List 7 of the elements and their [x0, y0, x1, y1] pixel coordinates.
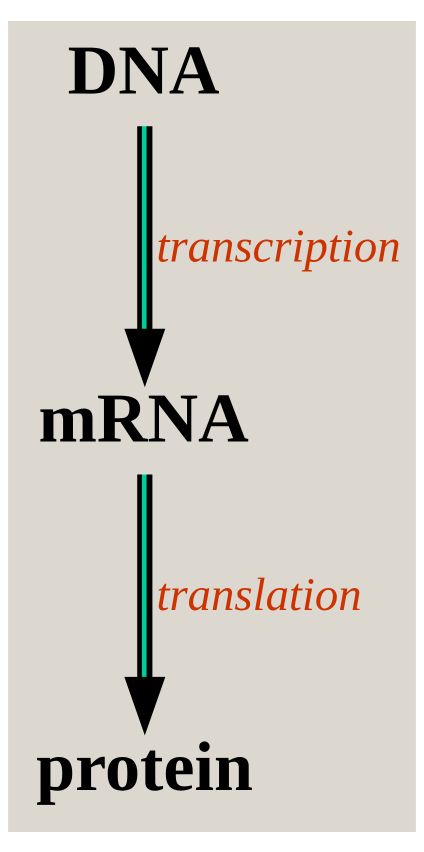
node-text: protein [36, 728, 253, 806]
edge-label: translation [156, 568, 362, 620]
node-text: mRNA [38, 380, 249, 458]
edge-label: transcription [156, 220, 401, 272]
node-text: DNA [68, 32, 220, 109]
arrow [124, 474, 166, 735]
arrow [124, 126, 166, 387]
